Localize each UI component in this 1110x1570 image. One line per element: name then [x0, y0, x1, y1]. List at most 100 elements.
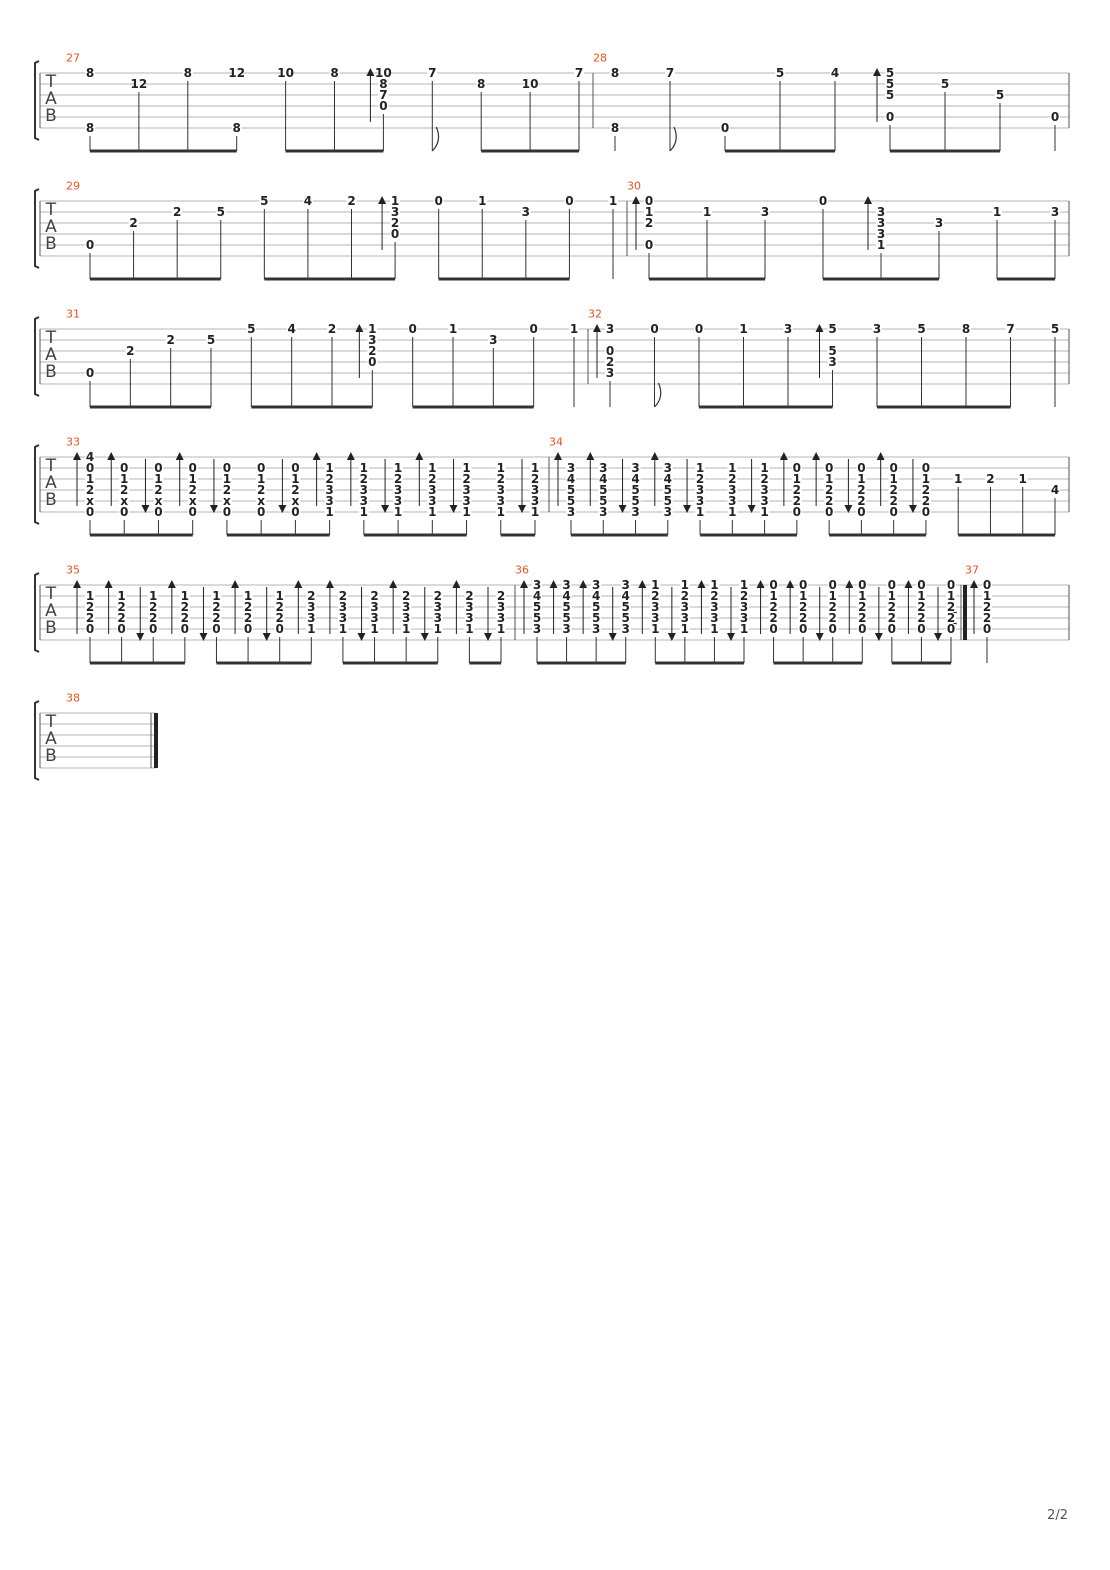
fret-mask: [720, 123, 730, 133]
fret-mask: [243, 591, 254, 601]
fret-number: 2: [347, 194, 355, 208]
fret-number: 1: [888, 589, 896, 603]
fret-mask: [827, 591, 838, 601]
fret-number: 0: [117, 622, 125, 636]
fret-mask: [116, 602, 127, 612]
fret-mask: [738, 324, 749, 334]
note-flag: [654, 382, 662, 408]
fret-number: 3: [339, 611, 347, 625]
fret-number: 2: [339, 589, 347, 603]
fret-mask: [290, 496, 301, 506]
fret-number: 2: [696, 472, 704, 486]
fret-mask: [961, 324, 971, 334]
measure: 38: [66, 692, 158, 768]
fret-mask: [888, 485, 899, 495]
fret-number: 0: [922, 461, 930, 475]
strum-down-arrow: [518, 505, 526, 513]
note-column: 0: [528, 322, 539, 407]
fret-number: 5: [567, 494, 575, 508]
fret-mask: [886, 580, 897, 590]
strum-up-arrow: [579, 580, 588, 588]
strum-up-arrow: [366, 68, 375, 76]
fret-mask: [916, 324, 927, 334]
fret-mask: [650, 580, 661, 590]
fret-number: 8: [330, 66, 338, 80]
fret-number: 10: [522, 77, 539, 91]
fret-number: 1: [825, 472, 833, 486]
strum-down-arrow: [278, 505, 287, 513]
fret-mask: [85, 463, 95, 473]
fret-mask: [605, 346, 615, 356]
fret-number: 2: [291, 483, 299, 497]
fret-mask: [153, 496, 164, 506]
note-column: 8: [476, 77, 487, 151]
fret-number: 5: [886, 77, 894, 91]
fret-number: 2: [857, 494, 865, 508]
fret-number: 0: [721, 121, 729, 135]
fret-mask: [605, 324, 615, 334]
fret-mask: [369, 591, 380, 601]
fret-mask: [694, 324, 704, 334]
fret-number: 0: [857, 461, 865, 475]
fret-number: 3: [651, 600, 659, 614]
fret-number: 2: [276, 600, 284, 614]
fret-number: 0: [391, 227, 399, 241]
fret-number: 2: [368, 344, 376, 358]
fret-number: 2: [86, 483, 94, 497]
note-column: 2: [125, 344, 136, 407]
fret-mask: [119, 474, 130, 484]
fret-number: 2: [769, 600, 777, 614]
note-column: 0: [1050, 110, 1060, 151]
fret-mask: [644, 240, 654, 250]
fret-mask: [885, 68, 895, 78]
fret-mask: [739, 602, 749, 612]
note-column: 2: [128, 216, 139, 279]
fret-number: 1: [799, 589, 807, 603]
fret-mask: [695, 474, 706, 484]
fret-number: 2: [391, 216, 399, 230]
fret-number: 4: [599, 472, 607, 486]
fret-mask: [610, 123, 620, 133]
fret-number: 2: [888, 611, 896, 625]
fret-mask: [495, 485, 506, 495]
fret-mask: [759, 485, 770, 495]
fret-number: 1: [120, 472, 128, 486]
fret-number: 3: [428, 483, 436, 497]
tab-clef-letter: B: [45, 362, 57, 382]
fret-mask: [827, 613, 838, 623]
measure-number: 34: [549, 436, 563, 449]
strum-up-arrow: [876, 452, 885, 460]
fret-number: 3: [394, 483, 402, 497]
fret-mask: [532, 580, 542, 590]
fret-mask: [886, 624, 897, 634]
fret-number: 1: [370, 622, 378, 636]
fret-mask: [85, 602, 95, 612]
fret-number: 0: [889, 461, 897, 475]
tab-clef-letter: B: [45, 106, 57, 126]
fret-mask: [650, 602, 661, 612]
fret-number: 4: [86, 450, 94, 464]
fret-mask: [876, 218, 886, 228]
fret-mask: [378, 101, 389, 111]
fret-number: 5: [996, 88, 1004, 102]
fret-mask: [709, 624, 720, 634]
fret-mask: [464, 591, 475, 601]
fret-mask: [876, 207, 886, 217]
fret-mask: [85, 591, 95, 601]
fret-mask: [461, 474, 472, 484]
fret-mask: [857, 624, 868, 634]
fret-number: 2: [212, 611, 220, 625]
measure: 3512201220122012201220122012202331233123…: [66, 564, 516, 665]
fret-mask: [824, 496, 835, 506]
fret-mask: [759, 496, 770, 506]
fret-mask: [432, 602, 443, 612]
